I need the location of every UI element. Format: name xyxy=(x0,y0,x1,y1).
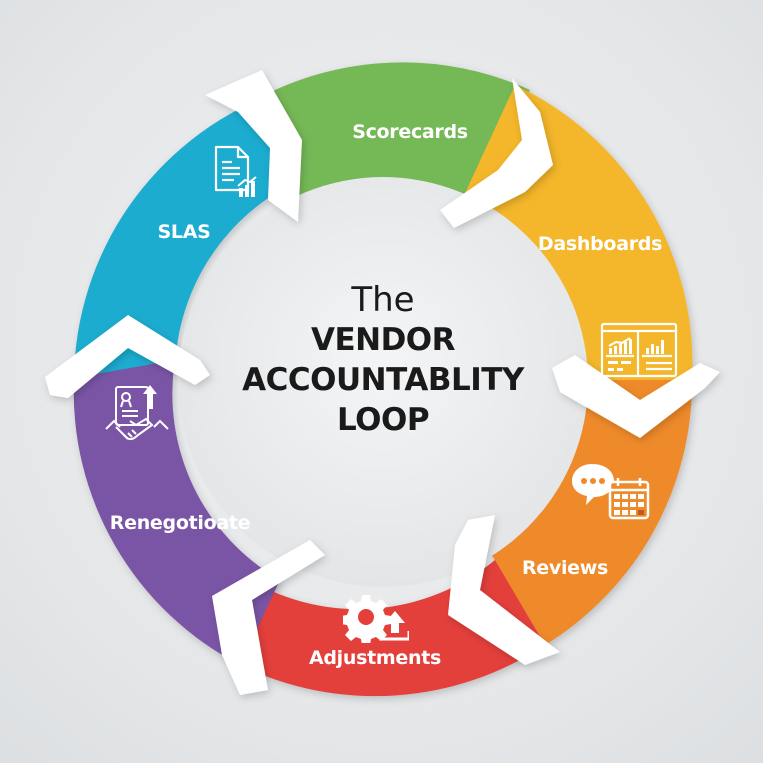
contract-handshake-icon xyxy=(105,385,169,441)
chat-calendar-icon xyxy=(572,464,650,520)
segment-slas xyxy=(74,95,300,378)
segment-reviews xyxy=(480,380,693,645)
chevron-separator-2 xyxy=(440,78,553,228)
label-scorecards: Scorecards xyxy=(352,121,468,143)
chevron-separator-5 xyxy=(212,540,325,695)
dashboard-icon xyxy=(600,322,678,378)
label-reviews: Reviews xyxy=(521,557,609,579)
diagram-title: The VENDOR ACCOUNTABLITY LOOP xyxy=(242,280,524,440)
label-renegotiate: Renegotioate xyxy=(109,512,251,534)
title-line-2: ACCOUNTABLITY xyxy=(242,362,524,398)
label-dashboards: Dashboards xyxy=(537,233,663,255)
title-line-3: LOOP xyxy=(336,402,430,438)
gear-upload-icon xyxy=(343,595,409,643)
chevron-separator-3 xyxy=(552,355,720,438)
title-line-1: VENDOR xyxy=(310,322,456,358)
chevron-separator-4 xyxy=(448,515,560,665)
segment-scorecards xyxy=(255,62,530,205)
title-prefix: The xyxy=(351,280,415,320)
center-circle xyxy=(178,177,588,587)
label-slas: SLAS xyxy=(157,221,211,243)
label-adjustments: Adjustments xyxy=(308,647,442,669)
chevron-separator-6 xyxy=(45,315,210,398)
document-chart-icon xyxy=(214,145,257,197)
chevron-separator-1 xyxy=(205,70,302,222)
